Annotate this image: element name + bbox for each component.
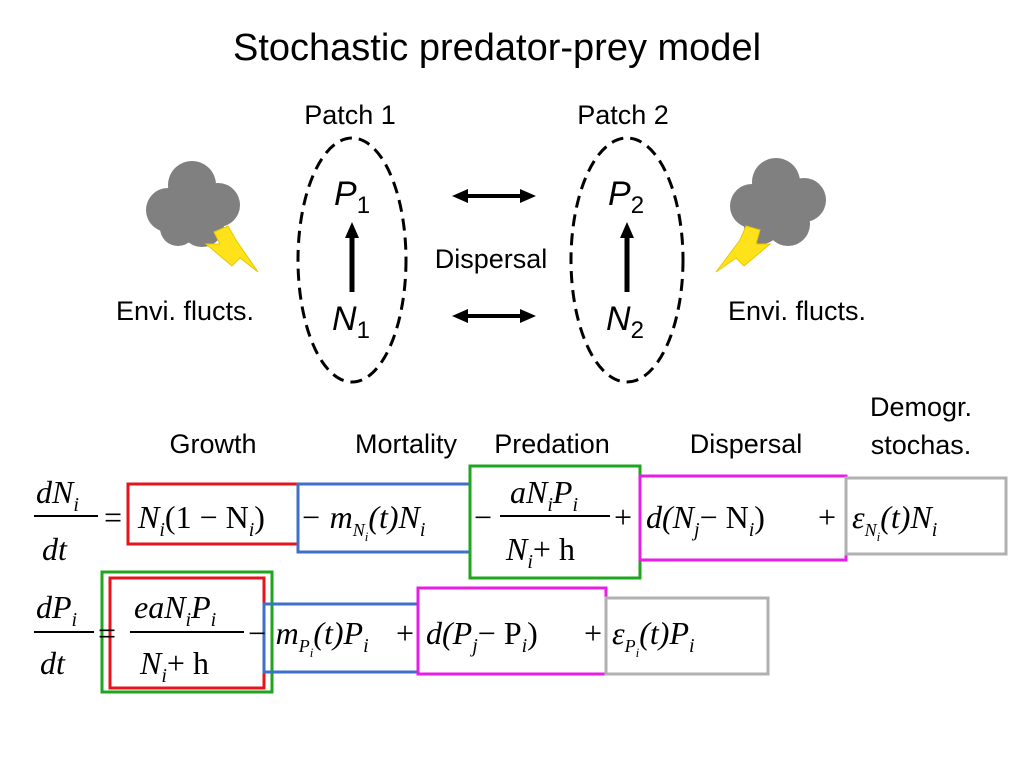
prey-predation-denominator: Ni+ h xyxy=(505,531,575,573)
patch-1-boundary xyxy=(296,136,408,384)
prey-minus: − xyxy=(474,499,492,535)
growth-outer-box-predator xyxy=(100,570,274,694)
predation-label: Predation xyxy=(494,429,610,459)
patch-2-predator: P2 xyxy=(608,175,644,219)
growth-label: Growth xyxy=(169,429,256,459)
mortality-label: Mortality xyxy=(355,429,458,459)
patch-1-predator: P1 xyxy=(334,175,370,219)
env-fluct-label-right: Envi. flucts. xyxy=(728,296,866,326)
patch-2-prey: N2 xyxy=(606,300,644,344)
predator-plus-2: + xyxy=(584,615,602,651)
demogr-label-line2: stochas. xyxy=(871,430,972,460)
predator-lhs-numerator: dPi xyxy=(36,589,77,631)
stochasticity-box-predator xyxy=(604,596,770,676)
predator-equals: = xyxy=(98,615,116,651)
prey-dispersal-term: d(Nj− Ni) xyxy=(646,499,765,541)
patch-2-label: Patch 2 xyxy=(577,100,669,130)
patch-1-prey: N1 xyxy=(332,300,370,344)
lightning-icon xyxy=(715,225,772,273)
prey-stochasticity-term: εNi(t)Ni xyxy=(852,499,937,544)
patch-1-label: Patch 1 xyxy=(304,100,396,130)
predator-lhs-denominator: dt xyxy=(40,645,66,681)
prey-plus-1: + xyxy=(614,499,632,535)
predator-growth-numerator: eaNiPi xyxy=(134,589,216,631)
dispersal-term-label: Dispersal xyxy=(690,429,803,459)
demogr-label-line1: Demogr. xyxy=(870,392,972,422)
predator-mortality-term: − mPi(t)Pi xyxy=(246,615,369,660)
dispersal-label: Dispersal xyxy=(435,244,548,274)
predator-stochasticity-term: εPi(t)Pi xyxy=(612,615,695,660)
env-fluct-label-left: Envi. flucts. xyxy=(116,296,254,326)
prey-predation-numerator: aNiPi xyxy=(510,474,578,516)
prey-growth-term: Ni(1 − Ni) xyxy=(137,499,265,541)
page-title: Stochastic predator-prey model xyxy=(233,27,761,69)
prey-lhs-denominator: dt xyxy=(42,531,68,567)
patch-2-boundary xyxy=(569,136,685,384)
lightning-icon xyxy=(204,225,259,273)
prey-mortality-term: − mNi(t)Ni xyxy=(300,499,425,544)
cloud-icon xyxy=(730,158,826,246)
cloud-icon xyxy=(146,161,240,247)
prey-lhs-numerator: dNi xyxy=(36,474,79,516)
predator-equation: dPi dt = eaNiPi Ni+ h − mPi(t)Pi + d(Pj−… xyxy=(34,589,695,687)
predator-growth-denominator: Ni+ h xyxy=(139,645,209,687)
predator-dispersal-term: d(Pj− Pi) xyxy=(426,615,538,657)
prey-equation: dNi dt = Ni(1 − Ni) − mNi(t)Ni − aNiPi N… xyxy=(34,474,937,573)
prey-plus-2: + xyxy=(818,499,836,535)
prey-equals: = xyxy=(104,499,122,535)
stochasticity-box-prey xyxy=(844,476,1008,556)
predator-plus-1: + xyxy=(396,615,414,651)
